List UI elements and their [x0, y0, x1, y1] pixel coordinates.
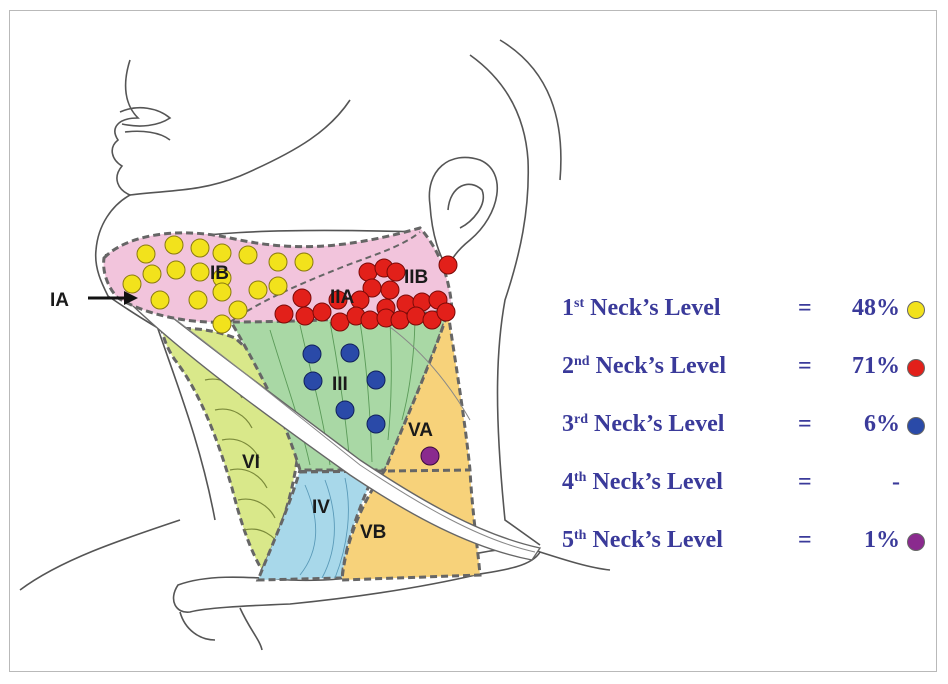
- legend-ordinal-suffix: nd: [574, 354, 590, 369]
- collar-line: [540, 552, 610, 570]
- back-neck-line-2: [500, 40, 561, 180]
- legend-level-label: 4th Neck’s Level: [562, 469, 723, 496]
- legend-node-marker: [907, 533, 925, 551]
- legend-level-label: 3rd Neck’s Level: [562, 411, 724, 438]
- level5-node: [421, 447, 439, 465]
- legend-node-marker: [907, 301, 925, 319]
- legend-value: 6%: [824, 411, 900, 438]
- ear-inner: [448, 184, 483, 228]
- legend-text: Neck’s Level: [590, 295, 720, 321]
- legend-equals: =: [798, 295, 812, 322]
- legend-text: Neck’s Level: [594, 411, 724, 437]
- legend-level-label: 1st Neck’s Level: [562, 295, 721, 322]
- label-vb: VB: [360, 522, 386, 543]
- shoulder-line: [20, 520, 180, 590]
- label-ib: IB: [210, 263, 229, 284]
- legend-ordinal-suffix: st: [574, 296, 584, 311]
- legend-equals: =: [798, 353, 812, 380]
- legend-level-label: 5th Neck’s Level: [562, 527, 723, 554]
- label-iia: IIA: [330, 287, 355, 308]
- legend-ordinal: 2: [562, 353, 574, 379]
- legend-ordinal-suffix: rd: [574, 412, 588, 427]
- ear-outline: [429, 157, 497, 268]
- legend-value: 71%: [824, 353, 900, 380]
- legend-ordinal: 1: [562, 295, 574, 321]
- legend-value: 48%: [824, 295, 900, 322]
- label-iib: IIB: [404, 267, 428, 288]
- legend-equals: =: [798, 411, 812, 438]
- legend-ordinal-suffix: th: [574, 470, 586, 485]
- legend-level-label: 2nd Neck’s Level: [562, 353, 726, 380]
- lower-shoulder-line: [180, 608, 262, 650]
- legend-text: Neck’s Level: [592, 469, 722, 495]
- lips-line: [120, 108, 170, 140]
- legend-node-marker: [907, 359, 925, 377]
- label-iii: III: [332, 374, 348, 395]
- legend-text: Neck’s Level: [592, 527, 722, 553]
- label-iv: IV: [312, 497, 330, 518]
- label-va: VA: [408, 420, 433, 441]
- legend-node-marker: [907, 417, 925, 435]
- legend-ordinal: 3: [562, 411, 574, 437]
- legend-ordinal: 5: [562, 527, 574, 553]
- legend-text: Neck’s Level: [596, 353, 726, 379]
- legend-value: 1%: [824, 527, 900, 554]
- back-neck-line: [470, 55, 540, 545]
- chin-line: [130, 100, 350, 195]
- legend-value: -: [824, 469, 900, 496]
- legend-ordinal: 4: [562, 469, 574, 495]
- legend-equals: =: [798, 469, 812, 496]
- legend-ordinal-suffix: th: [574, 528, 586, 543]
- legend-equals: =: [798, 527, 812, 554]
- label-vi: VI: [242, 452, 260, 473]
- label-ia: IA: [50, 290, 69, 311]
